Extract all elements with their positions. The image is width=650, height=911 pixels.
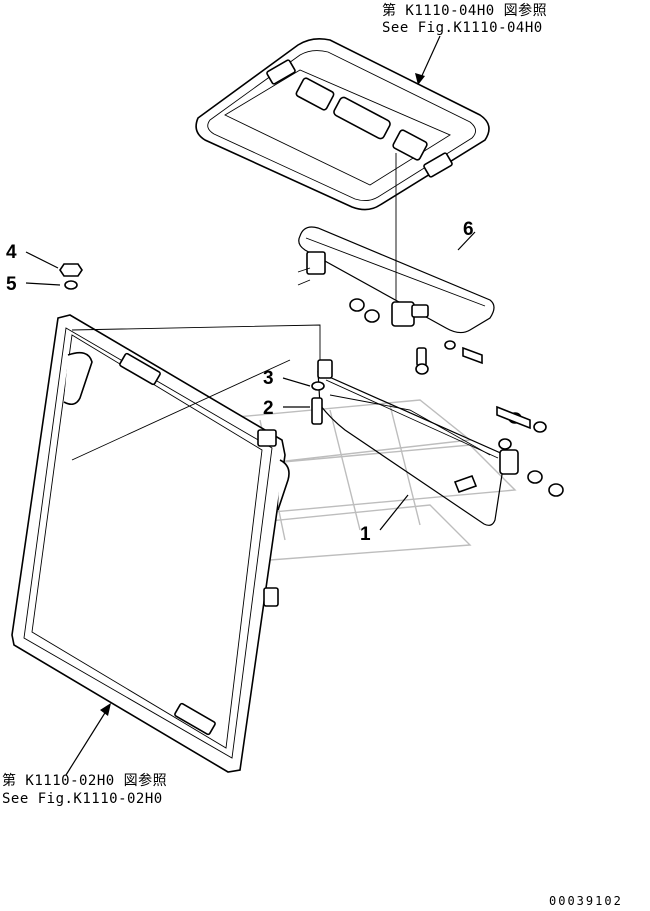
part-1-bracket-rod bbox=[317, 359, 564, 526]
callout-1: 1 bbox=[360, 524, 371, 545]
callout-2: 2 bbox=[263, 398, 274, 419]
bottom-reference-leader bbox=[65, 703, 111, 776]
top-reference-jp: 第 K1110-04H0 図参照 bbox=[382, 2, 547, 19]
roof-frame-assembly bbox=[195, 38, 490, 300]
parts-4-5-nut-washer bbox=[59, 263, 83, 290]
part-6-wire bbox=[297, 226, 495, 334]
callout-leaders bbox=[25, 251, 409, 531]
door-frame-assembly bbox=[11, 314, 321, 773]
parts-2-3-pin-washer bbox=[311, 381, 325, 425]
bottom-reference-en: See Fig.K1110-02H0 bbox=[2, 791, 163, 807]
callout-3: 3 bbox=[263, 368, 274, 389]
drawing-code: 00039102 bbox=[549, 894, 623, 908]
callout-6: 6 bbox=[463, 219, 474, 240]
fastener-group-upper bbox=[349, 298, 547, 433]
top-reference-en: See Fig.K1110-04H0 bbox=[382, 20, 543, 36]
callout-5: 5 bbox=[6, 274, 17, 295]
bottom-reference-jp: 第 K1110-02H0 図参照 bbox=[2, 772, 167, 789]
callout-4: 4 bbox=[6, 242, 17, 263]
top-reference-leader bbox=[415, 35, 441, 85]
